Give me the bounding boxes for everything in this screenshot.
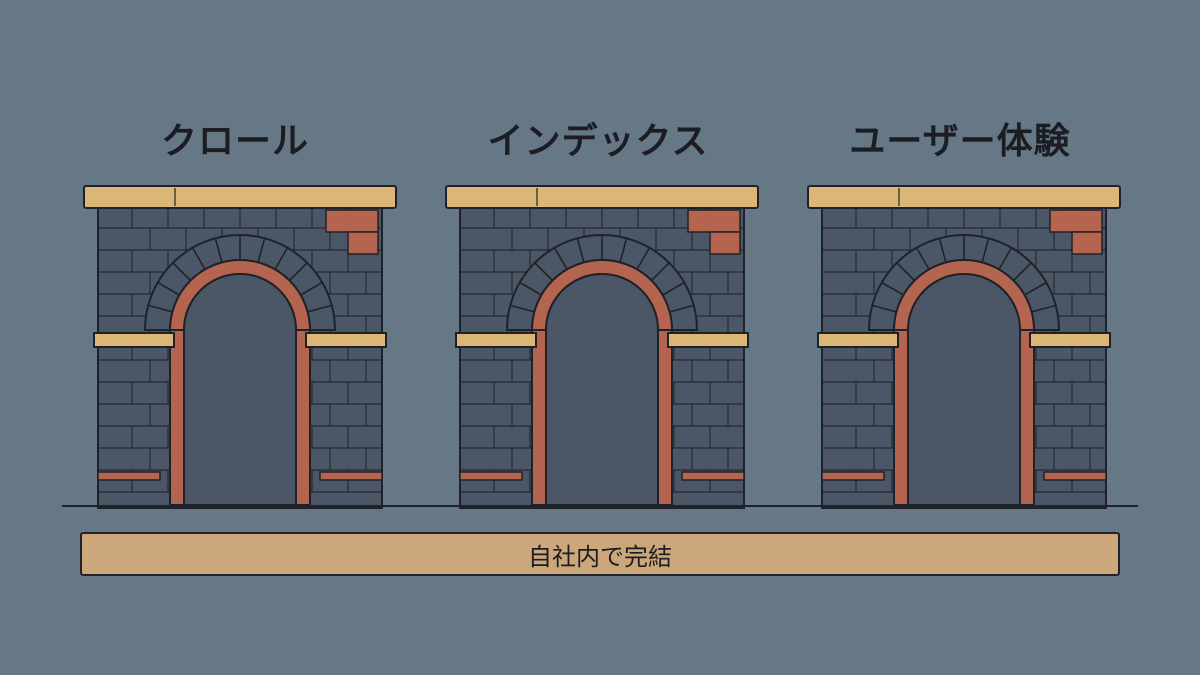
voussoir-joint [534,262,554,282]
foundation-label: 自社内で完結 [528,542,672,571]
arch-opening [907,273,1021,506]
corner-brick [347,231,379,255]
arch-index [445,185,759,509]
jamb-left [531,329,547,506]
voussoir-joint [650,262,670,282]
foundation-bar: 自社内で完結 [80,532,1120,576]
voussoir-joint [915,247,930,270]
voussoir-joint [872,304,897,313]
corner-brick [325,209,379,233]
voussoir-joint [553,247,568,270]
cornice-slab [83,185,397,209]
jamb-right [1019,329,1035,506]
impost-left [817,332,899,348]
corner-brick [709,231,741,255]
voussoir-joint [148,304,173,313]
voussoir-joint [214,238,223,263]
impost-right [667,332,749,348]
voussoir-joint [274,247,289,270]
voussoir-joint [300,281,323,296]
voussoir-joint [288,262,308,282]
voussoir-joint [519,281,542,296]
jamb-right [295,329,311,506]
voussoir-joint [191,247,206,270]
corner-brick [687,209,741,233]
voussoir-joint [510,304,535,313]
corner-brick [1071,231,1103,255]
voussoir-joint [1024,281,1047,296]
voussoir-joint [1012,262,1032,282]
impost-right [1029,332,1111,348]
voussoir-joint [881,281,904,296]
arch-opening [183,273,297,506]
base-strip-right [1043,471,1107,481]
jamb-left [169,329,185,506]
base-strip-right [319,471,383,481]
ground-line [62,505,1138,507]
cornice-slab [807,185,1121,209]
voussoir-joint [896,262,916,282]
cornice-slab [445,185,759,209]
voussoir-joint [619,238,628,263]
voussoir-joint [307,304,332,313]
base-strip-left [459,471,523,481]
base-strip-left [821,471,885,481]
voussoir-joint [938,238,947,263]
voussoir-joint [1031,304,1056,313]
impost-left [455,332,537,348]
voussoir-joint [636,247,651,270]
impost-left [93,332,175,348]
arch-opening [545,273,659,506]
corner-brick [1049,209,1103,233]
arch-crawl [83,185,397,509]
arch-title-crawl: クロール [160,121,309,162]
voussoir-joint [669,304,694,313]
jamb-left [893,329,909,506]
voussoir-joint [257,238,266,263]
arch-title-index: インデックス [487,121,709,162]
voussoir-joint [576,238,585,263]
voussoir-joint [662,281,685,296]
jamb-right [657,329,673,506]
voussoir-joint [998,247,1013,270]
voussoir-joint [157,281,180,296]
arch-user-experience [807,185,1121,509]
arch-title-user-experience: ユーザー体験 [849,121,1071,162]
impost-right [305,332,387,348]
base-strip-right [681,471,745,481]
base-strip-left [97,471,161,481]
voussoir-joint [172,262,192,282]
voussoir-joint [981,238,990,263]
